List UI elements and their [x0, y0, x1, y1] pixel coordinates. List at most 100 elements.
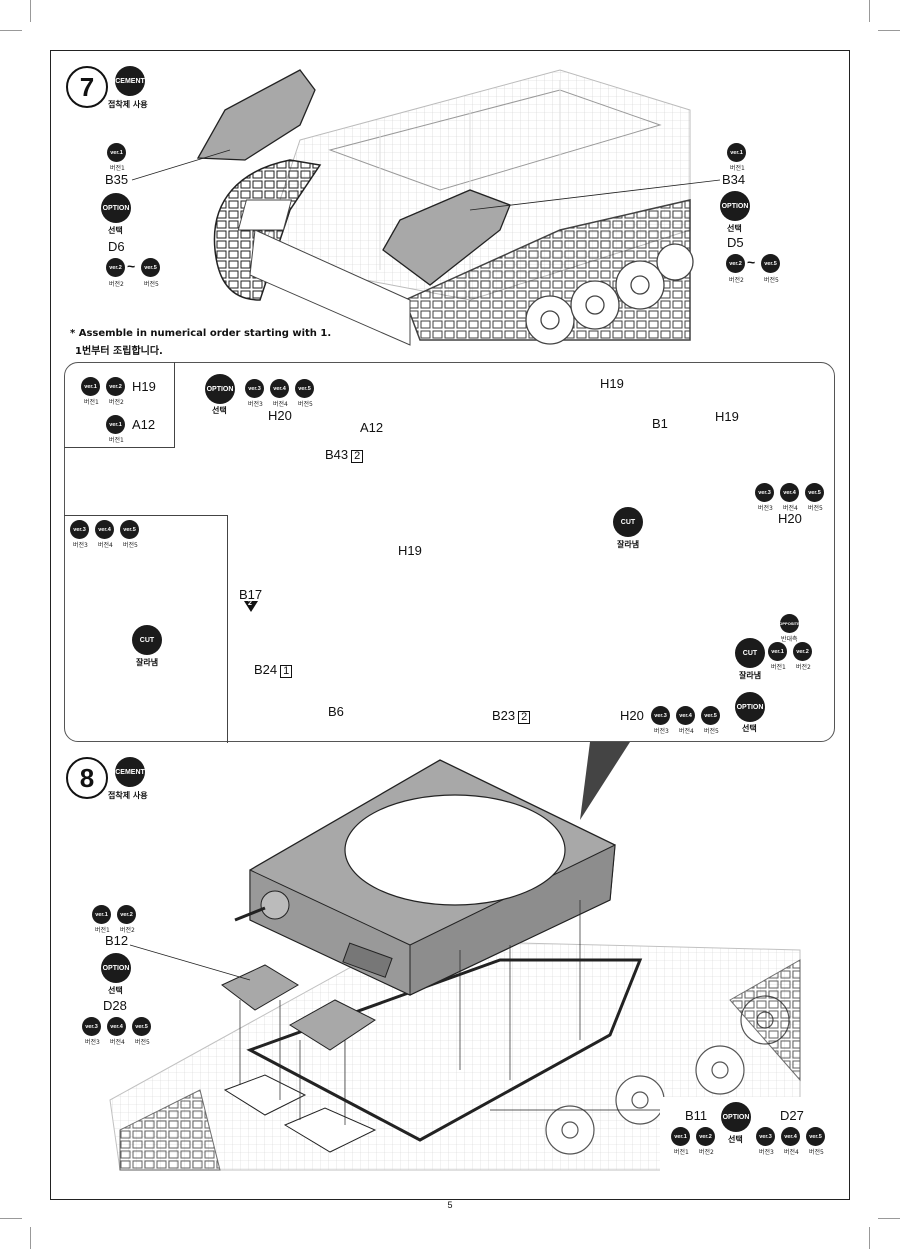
- part-label-h19: H19: [600, 376, 624, 391]
- cut-caption: 잘라냄: [617, 540, 640, 549]
- part-label-h19: H19: [715, 409, 739, 424]
- version-caption: 버전2: [699, 1149, 714, 1156]
- crop-mark: [0, 1218, 22, 1219]
- version-caption: 버전5: [135, 1039, 150, 1046]
- option-icon: OPTION: [721, 1102, 751, 1132]
- version-badge: ver.4: [781, 1127, 800, 1146]
- version-badge: ver.3: [245, 379, 264, 398]
- version-caption: 버전3: [248, 401, 263, 408]
- version-caption: 버전5: [704, 728, 719, 735]
- crop-mark: [878, 1218, 900, 1219]
- version-badge: ver.2: [117, 905, 136, 924]
- range-tilde: ~: [127, 258, 136, 274]
- version-badge: ver.2: [793, 642, 812, 661]
- inset-box: [64, 515, 228, 743]
- part-label-h19: H19: [132, 379, 156, 394]
- version-badge: ver.2: [106, 258, 125, 277]
- part-label-d5: D5: [727, 235, 744, 250]
- version-badge: ver.5: [701, 706, 720, 725]
- version-badge: ver.5: [120, 520, 139, 539]
- version-badge: ver.3: [70, 520, 89, 539]
- version-badge: ver.1: [768, 642, 787, 661]
- version-badge: ver.4: [676, 706, 695, 725]
- opposite-icon: OPPOSITE: [779, 614, 800, 633]
- version-caption: 버전5: [123, 542, 138, 549]
- part-label-b11: B11: [685, 1108, 708, 1123]
- version-badge: ver.5: [761, 254, 780, 273]
- step-order-triangle-num: 2: [248, 600, 252, 607]
- version-caption: 버전3: [85, 1039, 100, 1046]
- step-order-triangle: [244, 601, 258, 612]
- version-caption: 버전5: [764, 277, 779, 284]
- option-icon: OPTION: [205, 374, 235, 404]
- version-badge: ver.5: [132, 1017, 151, 1036]
- version-caption: 버전4: [110, 1039, 125, 1046]
- option-icon: OPTION: [101, 953, 131, 983]
- version-badge: ver.2: [106, 377, 125, 396]
- version-badge: ver.1: [727, 143, 746, 162]
- option-caption: 선택: [728, 1135, 743, 1144]
- part-label-a12: A12: [132, 417, 156, 432]
- version-badge: ver.4: [780, 483, 799, 502]
- cement-icon: CEMENT: [115, 757, 145, 787]
- crop-mark: [878, 30, 900, 31]
- range-tilde: ~: [747, 254, 756, 270]
- option-caption: 선택: [108, 226, 123, 235]
- part-label-h20: H20: [620, 708, 644, 723]
- option-icon: OPTION: [735, 692, 765, 722]
- cement-caption: 접착제 사용: [108, 100, 148, 109]
- version-caption: 버전1: [110, 165, 125, 172]
- step-order-box: 1: [280, 665, 293, 678]
- crop-mark: [30, 1227, 31, 1249]
- step-order-box: 2: [351, 450, 364, 463]
- crop-mark: [30, 0, 31, 22]
- version-caption: 버전2: [729, 277, 744, 284]
- cement-icon: CEMENT: [115, 66, 145, 96]
- version-badge: ver.3: [756, 1127, 775, 1146]
- option-caption: 선택: [727, 224, 742, 233]
- cut-icon: CUT: [132, 625, 162, 655]
- version-badge: ver.3: [755, 483, 774, 502]
- version-caption: 버전3: [654, 728, 669, 735]
- cut-caption: 잘라냄: [739, 671, 762, 680]
- step8-hull-drawing: [109, 759, 801, 1171]
- cement-caption: 접착제 사용: [108, 791, 148, 800]
- part-label-d6: D6: [108, 239, 125, 254]
- version-badge: ver.1: [81, 377, 100, 396]
- part-label-h19: H19: [398, 543, 422, 558]
- part-label-b12: B12: [105, 933, 129, 948]
- crop-mark: [0, 30, 22, 31]
- step-number-8: 8: [66, 757, 108, 799]
- version-caption: 버전3: [758, 505, 773, 512]
- version-caption: 버전4: [784, 1149, 799, 1156]
- version-badge: ver.5: [141, 258, 160, 277]
- version-caption: 버전1: [771, 664, 786, 671]
- version-caption: 버전5: [144, 281, 159, 288]
- version-badge: ver.2: [696, 1127, 715, 1146]
- cut-icon: CUT: [613, 507, 643, 537]
- step-order-box: 2: [518, 711, 531, 724]
- crop-mark: [869, 0, 870, 22]
- version-caption: 버전2: [796, 664, 811, 671]
- version-caption: 버전2: [120, 927, 135, 934]
- version-badge: ver.5: [805, 483, 824, 502]
- part-label-d28: D28: [103, 998, 127, 1013]
- version-caption: 버전1: [95, 927, 110, 934]
- version-badge: ver.3: [82, 1017, 101, 1036]
- version-caption: 버전5: [808, 505, 823, 512]
- version-caption: 버전4: [98, 542, 113, 549]
- version-caption: 버전2: [109, 399, 124, 406]
- crop-mark: [869, 1227, 870, 1249]
- version-caption: 버전3: [73, 542, 88, 549]
- version-badge: ver.4: [270, 379, 289, 398]
- part-label-b1: B1: [652, 416, 668, 431]
- version-badge: ver.2: [726, 254, 745, 273]
- part-label-b17: B17: [239, 587, 263, 602]
- part-label-b34: B34: [722, 172, 746, 187]
- step7-hull-drawing: [131, 69, 721, 346]
- version-caption: 버전2: [109, 281, 124, 288]
- part-label-d27: D27: [780, 1108, 804, 1123]
- option-caption: 선택: [212, 406, 227, 415]
